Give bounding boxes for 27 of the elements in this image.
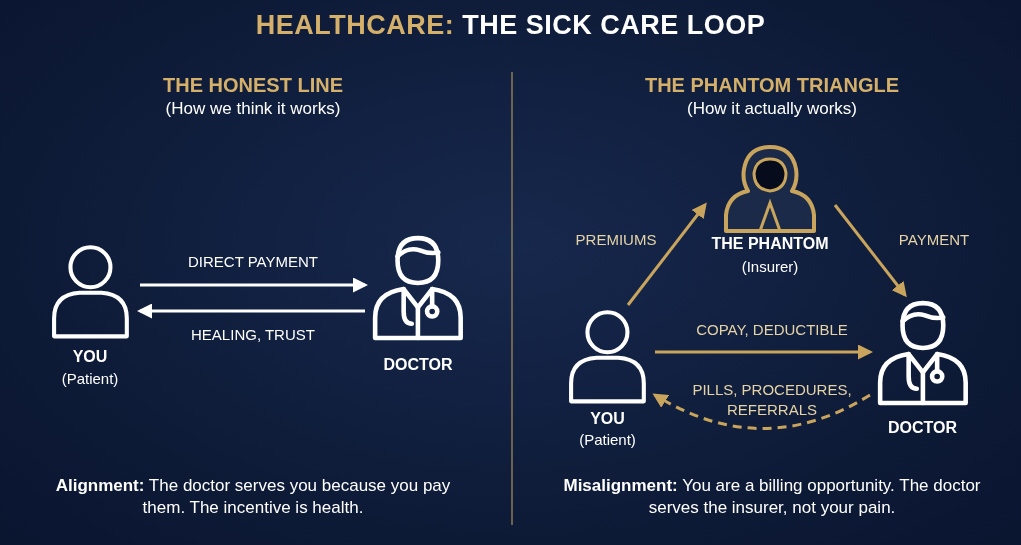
node-name: YOU (589, 410, 626, 428)
node-name: DOCTOR (382, 356, 454, 374)
section-subtitle: (How we think it works) (164, 98, 342, 120)
arrow (140, 277, 368, 293)
node-subtitle: (Insurer) (740, 258, 800, 275)
edge-label: COPAY, DEDUCTIBLE (695, 320, 849, 340)
node-name: YOU (71, 348, 109, 366)
arrow (652, 393, 871, 430)
section-heading: THE PHANTOM TRIANGLE (643, 73, 901, 98)
title: HEALTHCARE: THE SICK CARE LOOP (254, 10, 767, 41)
node-subtitle: (Patient) (578, 431, 637, 448)
edge-label: DIRECT PAYMENT (187, 252, 319, 272)
arrow (655, 344, 873, 360)
node-name: DOCTOR (886, 419, 958, 437)
summary-text: Misalignment: You are a billing opportunity. The doctor serves the insurer, not your pain. (562, 475, 982, 520)
arrow (137, 303, 365, 319)
arrow (626, 202, 707, 306)
section-subtitle: (How it actually works) (685, 98, 858, 120)
node-name: THE PHANTOM (710, 235, 830, 253)
edge-label: PILLS, PROCEDURES, REFERRALS (691, 380, 853, 419)
summary-text: Alignment: The doctor serves you because you pay them. The incentive is health. (54, 475, 452, 520)
edge-label: PAYMENT (897, 230, 971, 250)
edge-label: HEALING, TRUST (190, 325, 316, 345)
arrow (833, 204, 907, 298)
node-subtitle: (Patient) (60, 370, 120, 387)
edge-label: PREMIUMS (574, 230, 658, 250)
section-heading: THE HONEST LINE (162, 73, 344, 98)
